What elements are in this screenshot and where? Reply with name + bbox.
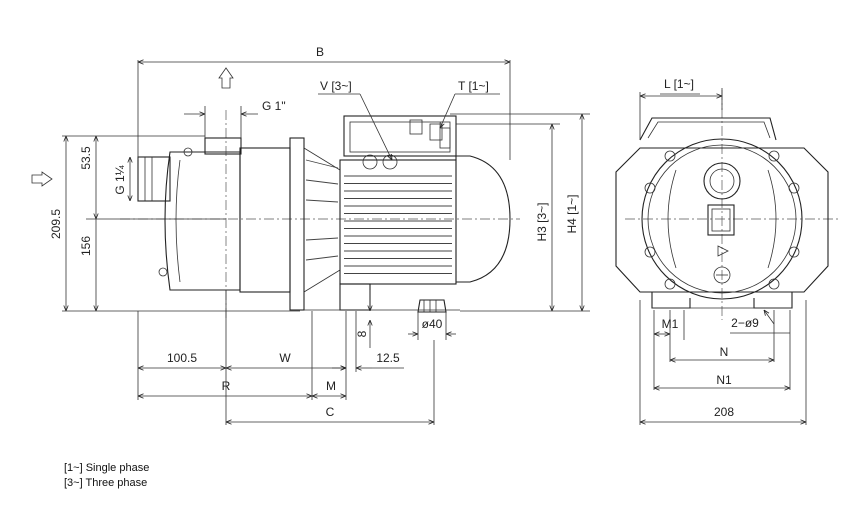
front-dimension-lines [639,88,807,425]
label-209-5: 209.5 [49,209,63,239]
label-8: 8 [355,330,369,337]
bolt-head [644,246,656,258]
bolt-head [768,150,780,162]
label-n1: N1 [716,373,732,387]
label-l1: L [1~] [664,77,694,91]
bolt-head [768,278,780,290]
label-b: B [316,45,324,59]
label-r: R [222,379,231,393]
bolt-head [644,182,656,194]
legend-single-phase: [1~] Single phase [64,462,150,474]
legend: [1~] Single phase [3~] Three phase [64,461,149,491]
label-t1: T [1~] [458,79,489,93]
side-dimension-lines [62,60,590,425]
label-53-5: 53.5 [79,146,93,170]
label-w: W [279,351,291,365]
motor-flange [289,137,305,311]
label-c: C [326,405,335,419]
front-view [615,90,840,320]
bolt-head [664,150,676,162]
bolt-head [788,182,800,194]
inlet-arrow-icon [31,171,53,187]
label-208: 208 [714,405,734,419]
bolt-head [788,246,800,258]
label-h4: H4 [1~] [565,194,579,233]
label-g1-1-4: G 1¼ [113,164,127,194]
label-h3: H3 [3~] [535,202,549,241]
label-g1: G 1" [262,99,286,113]
outlet-arrow-icon [218,67,234,89]
label-m: M [326,379,336,393]
label-d40: ø40 [422,317,443,331]
side-view [31,67,520,320]
terminal-box [343,115,457,170]
label-12-5: 12.5 [376,351,400,365]
label-156: 156 [79,236,93,256]
motor-body [339,155,511,285]
pump-casing [137,137,291,293]
legend-three-phase: [3~] Three phase [64,477,148,489]
label-v3: V [3~] [320,79,352,93]
label-holes: 2−ø9 [731,316,759,330]
label-100-5: 100.5 [167,351,197,365]
dimension-labels: B G 1" V [3~] T [1~] L [1~] 53.5 209.5 G… [49,45,759,419]
bolt-head [664,278,676,290]
label-n: N [720,345,729,359]
label-m1: M1 [662,317,679,331]
